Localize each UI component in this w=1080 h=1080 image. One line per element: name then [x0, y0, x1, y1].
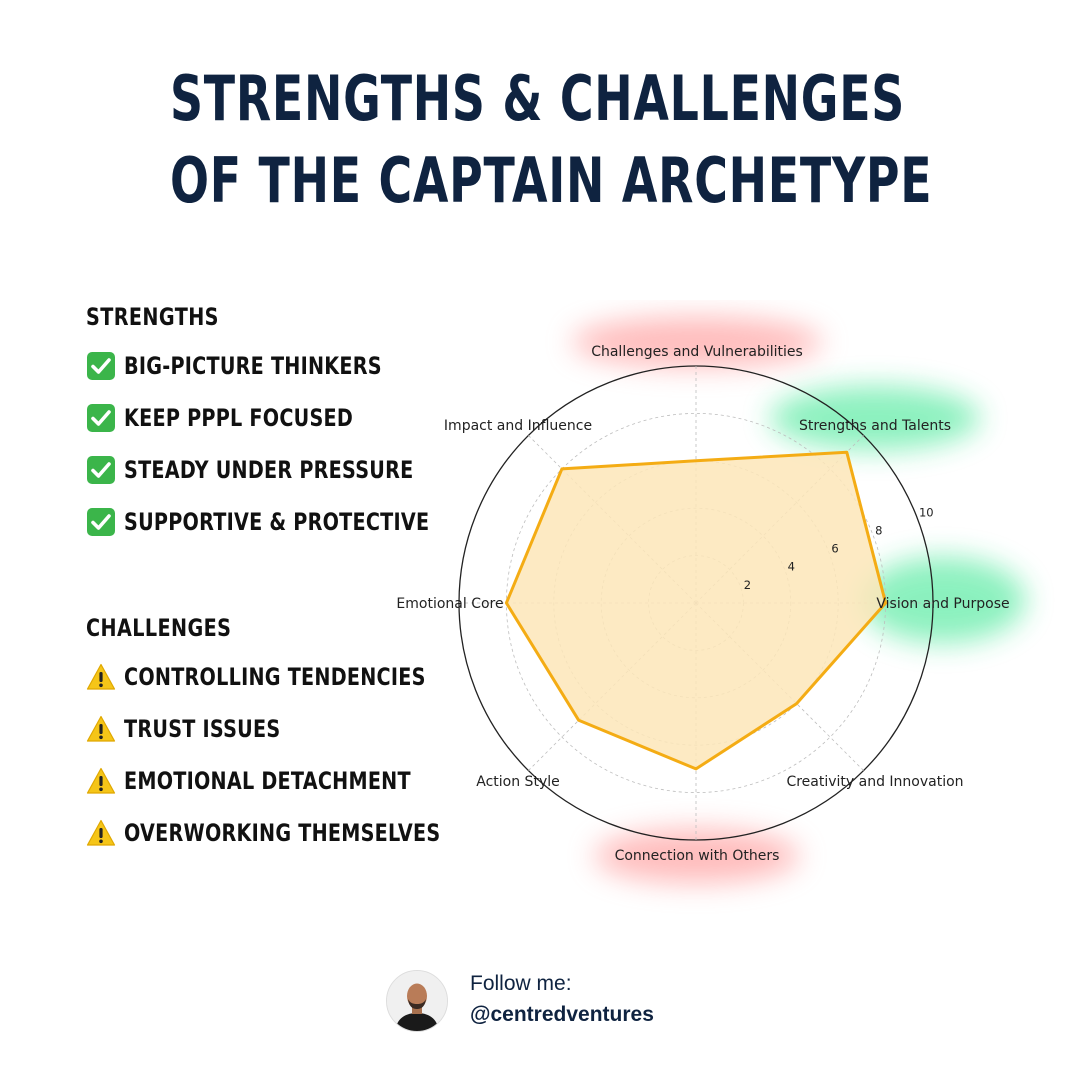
challenge-item: OVERWORKING THEMSELVES [86, 807, 520, 859]
strengths-section: STRENGTHS BIG-PICTURE THINKERS KEEP PPPL… [86, 302, 506, 548]
radial-tick-label: 2 [744, 578, 751, 592]
strength-label: SUPPORTIVE & PROTECTIVE [124, 508, 430, 536]
check-box-icon [87, 352, 115, 380]
strength-item: SUPPORTIVE & PROTECTIVE [86, 496, 506, 548]
check-box-icon [87, 508, 115, 536]
challenge-label: TRUST ISSUES [124, 715, 281, 743]
radial-tick-label: 10 [919, 505, 934, 519]
avatar-portrait-icon [387, 971, 447, 1031]
radial-tick-label: 4 [788, 560, 795, 574]
challenge-label: CONTROLLING TENDENCIES [124, 663, 426, 691]
warning-icon [86, 715, 116, 742]
highlight-green [860, 557, 1026, 643]
radar-area-fill [506, 452, 886, 769]
title-line-1: STRENGTHS & CHALLENGES [170, 62, 906, 135]
challenge-item: EMOTIONAL DETACHMENT [86, 755, 520, 807]
highlight-red [572, 317, 822, 367]
check-box-icon [87, 456, 115, 484]
strength-label: BIG-PICTURE THINKERS [124, 352, 382, 380]
warning-icon [86, 767, 116, 794]
challenges-section: CHALLENGES CONTROLLING TENDENCIES TRUST … [86, 613, 520, 859]
strength-item: KEEP PPPL FOCUSED [86, 392, 506, 444]
challenge-item: TRUST ISSUES [86, 703, 520, 755]
strength-label: STEADY UNDER PRESSURE [124, 456, 414, 484]
avatar[interactable] [386, 970, 448, 1032]
check-box-icon [87, 404, 115, 432]
radar-category-label: Vision and Purpose [876, 596, 1009, 612]
challenge-label: EMOTIONAL DETACHMENT [124, 767, 411, 795]
radar-category-label: Challenges and Vulnerabilities [591, 344, 803, 360]
strength-item: STEADY UNDER PRESSURE [86, 444, 506, 496]
follow-label: Follow me: [470, 972, 572, 995]
challenge-label: OVERWORKING THEMSELVES [124, 819, 441, 847]
strength-label: KEEP PPPL FOCUSED [124, 404, 354, 432]
radar-category-label: Strengths and Talents [799, 418, 951, 434]
warning-icon [86, 663, 116, 690]
social-handle-link[interactable]: @centredventures [470, 1003, 654, 1026]
title-line-2: OF THE CAPTAIN ARCHETYPE [170, 144, 933, 217]
strengths-heading: STRENGTHS [86, 303, 219, 331]
highlight-red [594, 829, 800, 883]
challenge-item: CONTROLLING TENDENCIES [86, 651, 520, 703]
challenges-heading: CHALLENGES [86, 614, 232, 642]
radar-category-label: Connection with Others [615, 848, 780, 864]
warning-icon [86, 819, 116, 846]
radar-category-label: Emotional Core [396, 596, 503, 612]
page-title: STRENGTHS & CHALLENGES OF THE CAPTAIN AR… [170, 58, 933, 222]
radial-tick-label: 8 [875, 523, 882, 537]
radar-category-label: Creativity and Innovation [786, 774, 963, 790]
radar-category-label: Action Style [476, 774, 559, 790]
strength-item: BIG-PICTURE THINKERS [86, 340, 506, 392]
radial-tick-label: 6 [831, 542, 838, 556]
radar-category-label: Impact and Influence [444, 418, 592, 434]
